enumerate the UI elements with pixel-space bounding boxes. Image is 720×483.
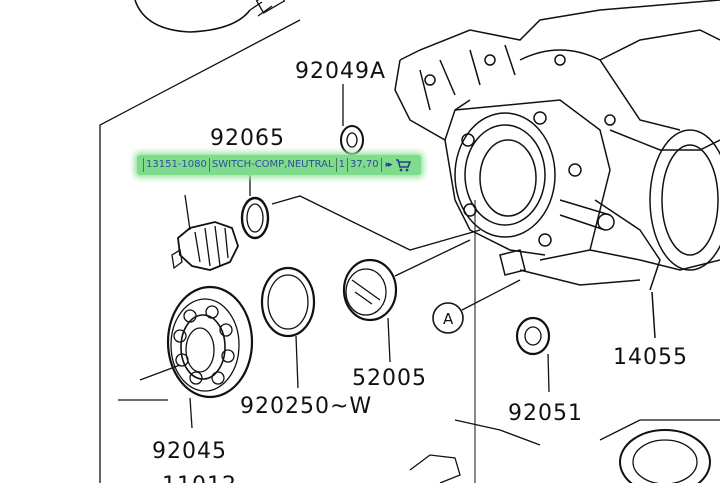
part-label-92045[interactable]: 92045 bbox=[152, 439, 227, 464]
part-label-52005[interactable]: 52005 bbox=[352, 366, 427, 391]
tooltip-quantity: 1 bbox=[337, 158, 348, 172]
frame-line bbox=[99, 19, 301, 483]
part-tooltip[interactable]: 13151-1080 SWITCH-COMP,NEUTRAL 1 37,70 ▸… bbox=[137, 155, 421, 175]
part-label-92049a[interactable]: 92049A bbox=[295, 59, 386, 84]
bearing-92045 bbox=[118, 285, 254, 429]
oring-92065 bbox=[240, 175, 270, 240]
neutral-switch bbox=[171, 194, 239, 271]
part-label-920250w[interactable]: 920250~W bbox=[240, 394, 372, 419]
arrow-icon[interactable]: ▸▸ bbox=[385, 160, 393, 170]
callout-a-circle bbox=[432, 279, 521, 334]
transmission-case bbox=[394, 0, 720, 339]
part-label-92065[interactable]: 92065 bbox=[210, 126, 285, 151]
tooltip-price: 37,70 bbox=[348, 158, 382, 172]
seal-920250w bbox=[260, 266, 316, 389]
callout-a-letter: A bbox=[443, 310, 454, 328]
seal-52005 bbox=[342, 258, 398, 363]
washer-92051 bbox=[515, 316, 551, 393]
sensor-wire bbox=[134, 0, 251, 33]
part-label-92051[interactable]: 92051 bbox=[508, 401, 583, 426]
part-label-11012[interactable]: 11012 bbox=[162, 473, 237, 483]
washer-92049a bbox=[340, 84, 364, 155]
tooltip-description: SWITCH-COMP,NEUTRAL bbox=[210, 158, 337, 172]
part-label-14055[interactable]: 14055 bbox=[613, 345, 688, 370]
cart-icon[interactable] bbox=[395, 158, 411, 172]
bottom-parts bbox=[409, 419, 720, 483]
tooltip-part-number: 13151-1080 bbox=[143, 158, 210, 172]
